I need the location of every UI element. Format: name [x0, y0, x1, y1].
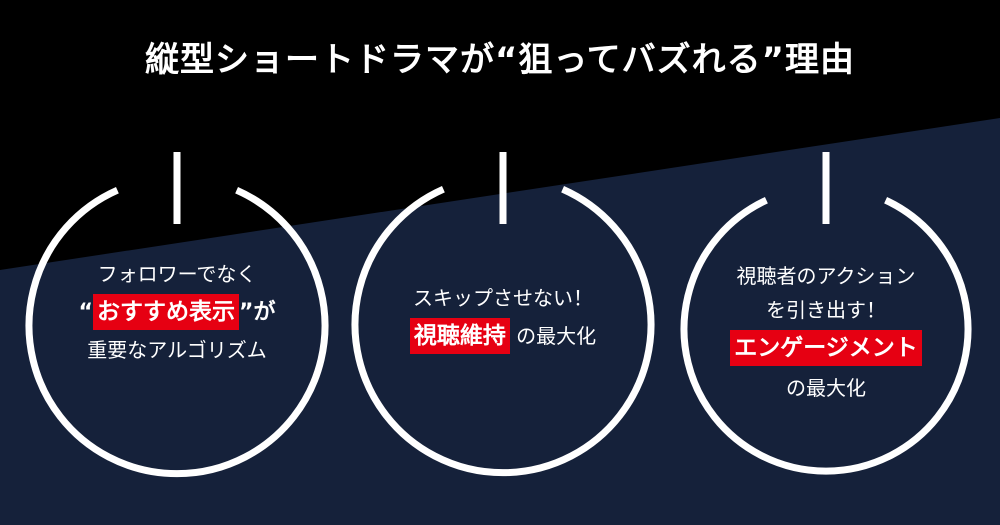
card-2-suffix: の最大化 — [516, 324, 597, 348]
page-title: 縦型ショートドラマが“狙ってバズれる”理由 — [145, 40, 855, 80]
card-1-line-3: 重要なアルゴリズム — [87, 338, 267, 362]
card-2-line-1: スキップさせない！ — [413, 286, 593, 310]
highlight-retention: 視聴維持 — [409, 318, 510, 354]
card-3-line-1: 視聴者のアクション — [736, 264, 916, 288]
black-diagonal-band — [0, 0, 1000, 270]
card-3-line-4: の最大化 — [786, 376, 866, 400]
card-recommendation: フォロワーでなく “おすすめ表示”が 重要なアルゴリズム — [32, 262, 322, 362]
highlight-recommendation: おすすめ表示 — [93, 294, 239, 330]
power-ring-3 — [680, 152, 972, 475]
card-retention: スキップさせない！ 視聴維持 の最大化 — [358, 286, 648, 354]
open-quote: “ — [78, 300, 93, 325]
power-ring-1 — [25, 152, 329, 478]
card-1-line-1: フォロワーでなく — [97, 262, 257, 286]
card-3-line-3: エンゲージメント — [681, 330, 971, 366]
card-2-line-2: 視聴維持 の最大化 — [358, 318, 648, 354]
card-1-line-2: “おすすめ表示”が — [32, 294, 322, 330]
card-3-line-2: を引き出す！ — [766, 298, 886, 322]
highlight-engagement: エンゲージメント — [730, 330, 922, 366]
card-engagement: 視聴者のアクション を引き出す！ エンゲージメント の最大化 — [681, 264, 971, 400]
power-ring-2 — [351, 152, 655, 477]
close-quote: ”が — [239, 300, 276, 325]
